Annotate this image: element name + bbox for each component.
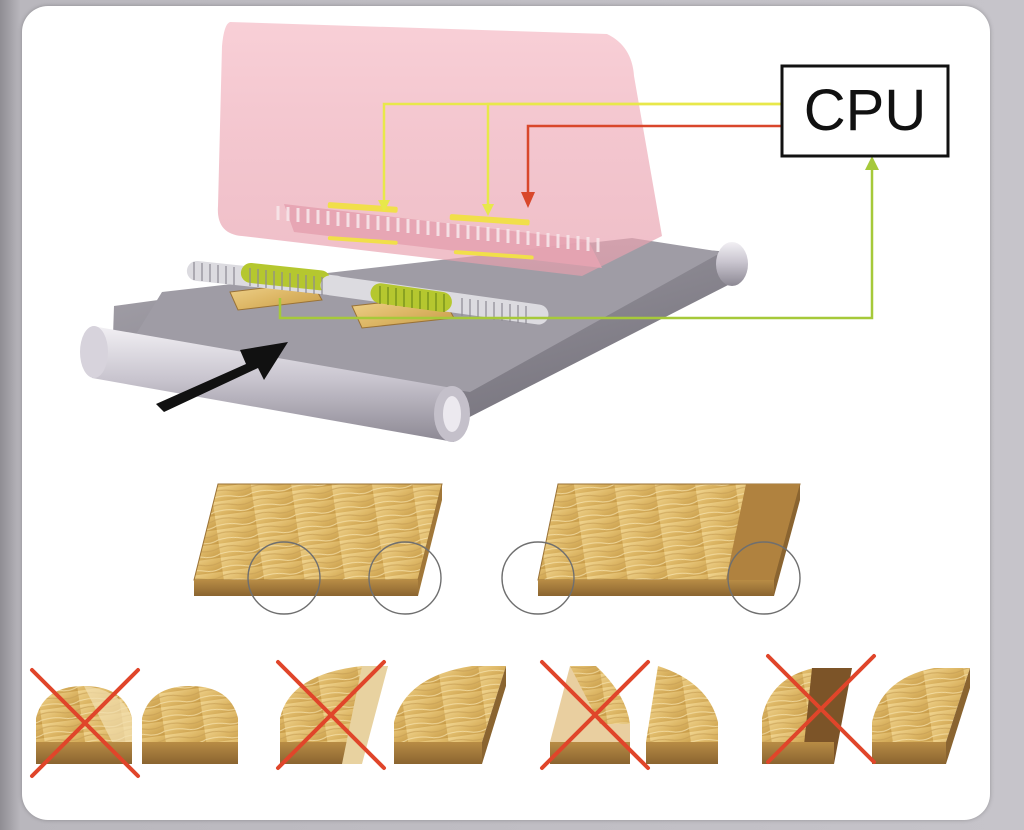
back-roller [716, 242, 748, 286]
inspection-circle [501, 541, 575, 615]
inspection-circles [247, 541, 801, 615]
reject-cross [766, 654, 876, 764]
reject-cross [276, 660, 386, 770]
red-wire [526, 124, 782, 202]
inspection-circle [247, 541, 321, 615]
front-roller [92, 326, 454, 442]
profile-bark-rejected [762, 668, 852, 764]
diagram-card: CPU [22, 6, 990, 820]
profile-wane-rejected [550, 666, 630, 764]
cpu-label: CPU [804, 78, 926, 143]
profile-round-accepted [142, 686, 238, 764]
signal-wires [278, 102, 874, 320]
coil-sensors [186, 260, 549, 325]
conveyor-belt [80, 238, 748, 442]
scanner-hood [217, 22, 662, 276]
green-wire [278, 164, 874, 320]
inspection-circle [368, 541, 442, 615]
profile-angled-accepted [394, 666, 506, 764]
wire-arrowheads [378, 156, 879, 216]
board-wane [537, 483, 801, 596]
cpu-box: CPU [780, 64, 950, 158]
yellow-wire-2 [486, 102, 782, 210]
board-good [193, 483, 443, 596]
reject-crosses [30, 654, 876, 778]
reject-cross [540, 660, 650, 770]
board-scanner-diagram: CPU [30, 22, 970, 778]
profile-bark-accepted [872, 668, 970, 764]
reject-cross [30, 668, 140, 778]
feed-direction-arrow [156, 342, 288, 412]
profile-wane-accepted [646, 666, 718, 764]
inspection-circle [727, 541, 801, 615]
